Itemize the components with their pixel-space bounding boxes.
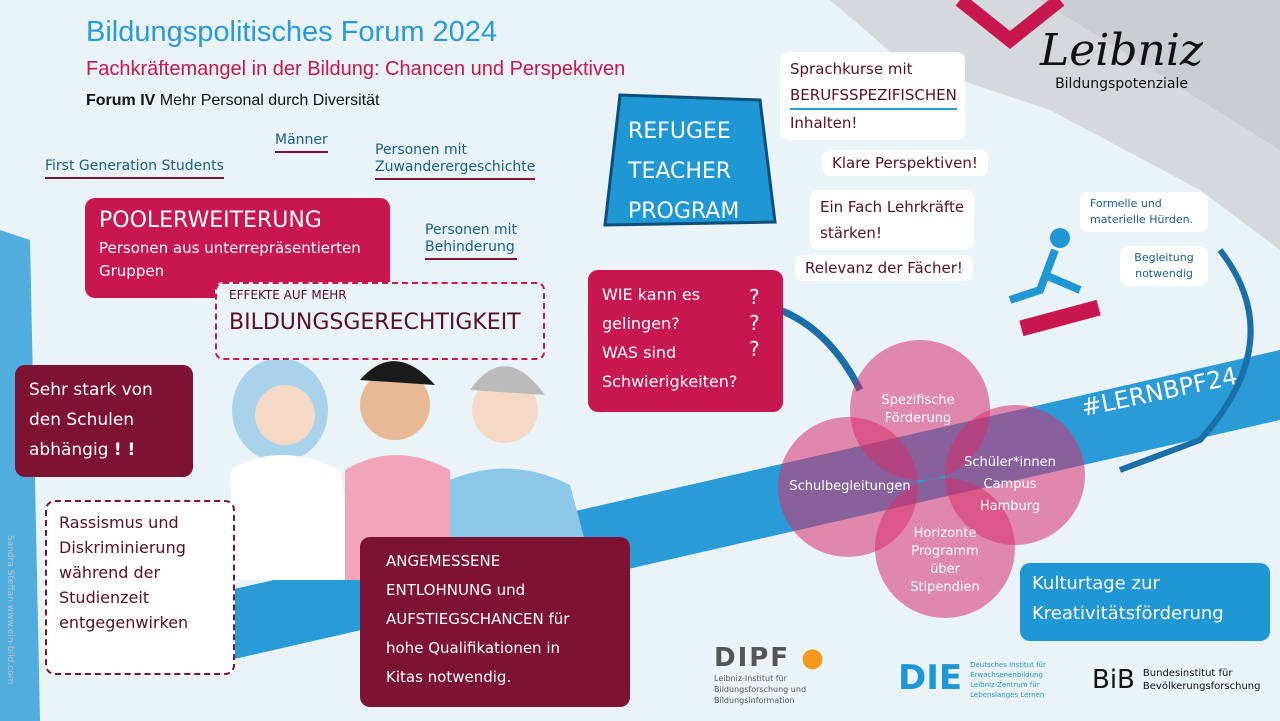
pool-box: POOLERWEITERUNG Personen aus unterrepräs…	[85, 198, 390, 298]
label-men: Männer	[275, 132, 328, 153]
hurdles-formal: Formelle und materielle Hürden.	[1080, 192, 1208, 232]
pool-text: Personen aus unterrepräsentierten Gruppe…	[99, 239, 361, 280]
arrow-blue	[778, 306, 864, 392]
callout-relevance: Relevanz der Fächer!	[795, 255, 973, 281]
effects-frame: EFFEKTE AUF MEHR BILDUNGSGERECHTIGKEIT	[215, 282, 545, 360]
venn-horizons: Horizonte Programm über Stipendien	[910, 526, 980, 595]
venn-diagram	[778, 340, 1085, 618]
venn-circle	[875, 478, 1015, 618]
schools-box: Sehr stark von den Schulen abhängig ! !	[15, 365, 193, 477]
label-first-gen: First Generation Students	[45, 158, 224, 179]
venn-school: Schulbegleitungen	[789, 479, 911, 494]
page-subtitle: Fachkräftemangel in der Bildung: Chancen…	[86, 58, 626, 80]
venn-specific: Spezifische Förderung	[881, 393, 955, 426]
artist-credit: Sandra Steffan www.ein-bild.com	[5, 535, 15, 685]
refugee-book	[603, 93, 777, 227]
venn-campus: Schüler*innen Campus Hamburg	[964, 455, 1056, 514]
leibniz-logo: Leibniz Bildungspotenziale	[1040, 25, 1204, 92]
page-title: Bildungspolitisches Forum 2024	[86, 16, 498, 48]
hurdle-runner	[1008, 228, 1101, 337]
forum-line: Forum IV Mehr Personal durch Diversität	[86, 92, 380, 109]
culture-box: Kulturtage zur Kreativitätsförderung	[1020, 563, 1270, 641]
arrow-curve	[1118, 248, 1254, 473]
dipf-logo: DIPF ● Leibniz-Institut für Bildungsfors…	[714, 643, 826, 705]
pool-title: POOLERWEITERUNG	[99, 208, 322, 233]
bib-logo: BiB Bundesinstitut für Bevölkerungsforsc…	[1092, 665, 1261, 695]
die-logo: DIE Deutsches Institut für Erwachsenenbi…	[898, 658, 1046, 699]
callout-perspectives: Klare Perspektiven!	[822, 150, 988, 176]
hurdles-support: Begleitung notwendig	[1120, 246, 1208, 286]
